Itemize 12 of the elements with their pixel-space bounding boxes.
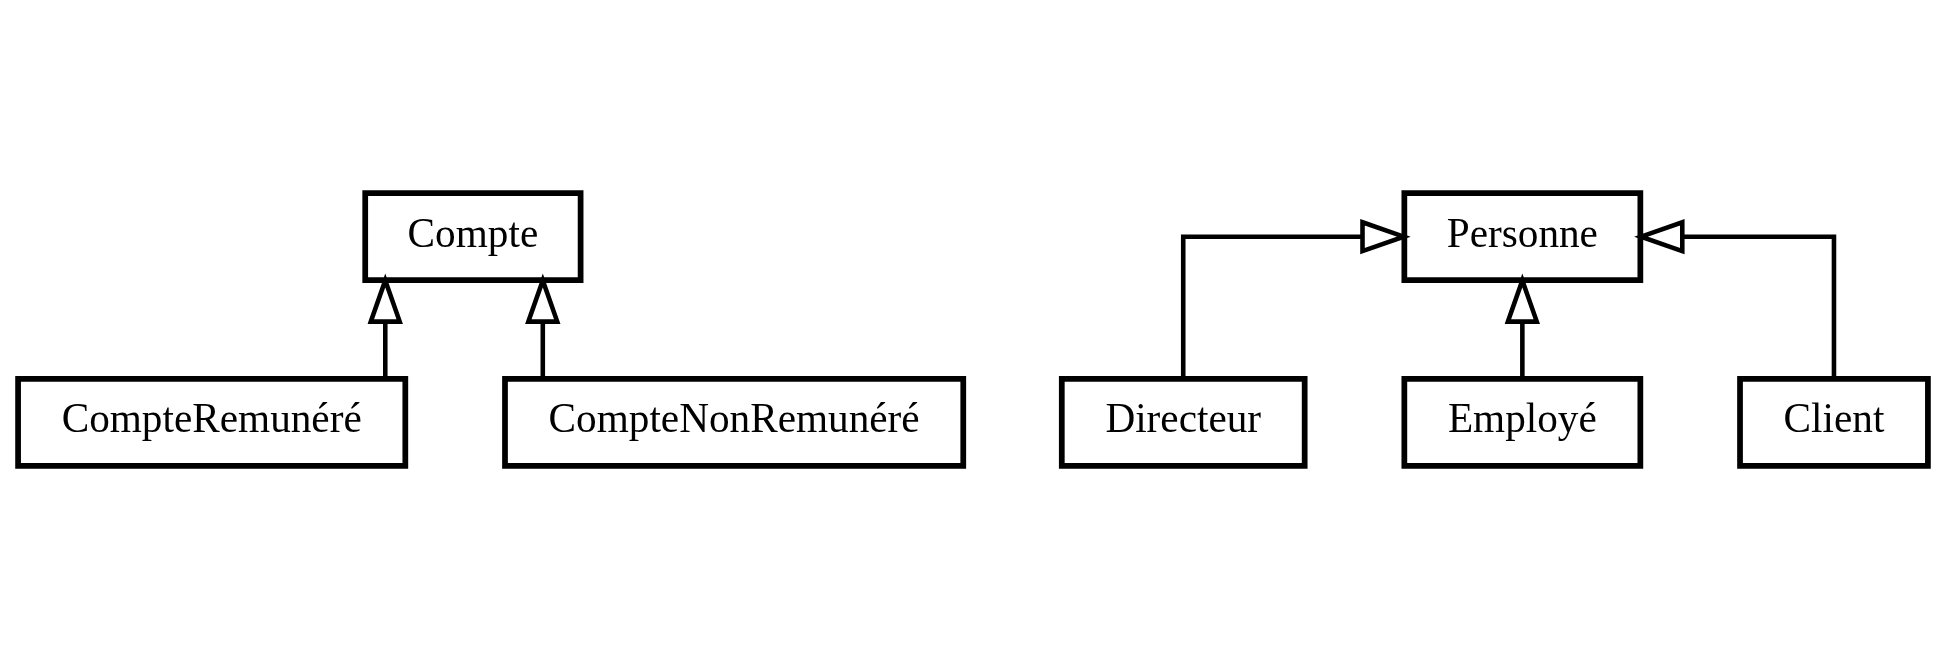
node-box: Client — [1737, 375, 1931, 469]
arrow — [525, 273, 561, 379]
node-box: Directeur — [1058, 375, 1308, 469]
node-box: Employé — [1401, 375, 1644, 469]
node-box: Personne — [1401, 190, 1644, 284]
arrow — [1634, 219, 1837, 379]
arrow — [367, 273, 403, 379]
node-box: CompteNonRemunéré — [502, 375, 967, 469]
arrow — [1180, 219, 1411, 379]
node-box: CompteRemunéré — [15, 375, 409, 469]
node-box: Compte — [362, 190, 584, 284]
arrow — [1504, 273, 1540, 379]
